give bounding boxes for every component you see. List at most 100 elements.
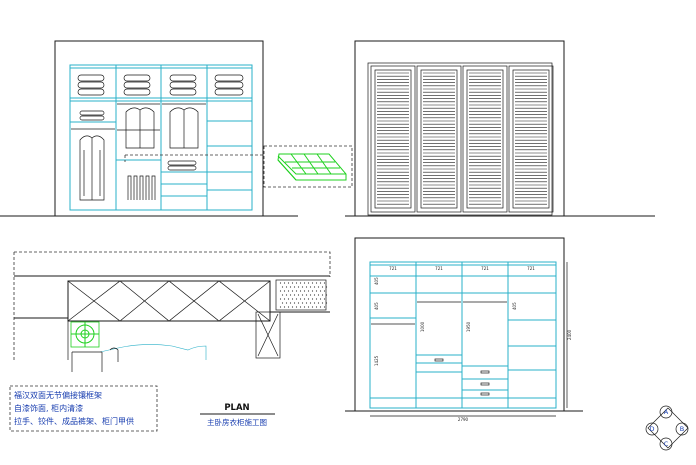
hatch-dot (319, 298, 322, 300)
folded-linen-icons (77, 74, 244, 171)
hatch-dot (281, 302, 284, 304)
hatch-dot (283, 282, 286, 284)
hatch-dot (291, 306, 294, 308)
hatch-dot (321, 302, 324, 304)
hatch-dot (319, 306, 322, 308)
hatch-dot (303, 306, 306, 308)
hatch-dot (309, 286, 312, 288)
plan-subtitle: 主卧房衣柜施工图 (207, 417, 267, 427)
hatched-wall (279, 282, 328, 308)
hatch-dot (323, 298, 326, 300)
hatch-dot (297, 302, 300, 304)
hatch-dot (307, 282, 310, 284)
hatch-dot (287, 290, 290, 292)
dim-top-2: 721 (435, 266, 443, 271)
hatch-dot (303, 290, 306, 292)
hatch-dot (325, 294, 328, 296)
door-panel (512, 69, 550, 209)
hatch-dot (293, 286, 296, 288)
hatch-dot (309, 302, 312, 304)
hatch-dot (293, 302, 296, 304)
hatch-dot (321, 286, 324, 288)
note-line-2: 自漆饰面, 柜内清漆 (14, 403, 83, 413)
hatch-dot (287, 306, 290, 308)
hatch-dot (297, 286, 300, 288)
hatch-dot (295, 298, 298, 300)
hatch-dot (291, 282, 294, 284)
hatch-dot (311, 298, 314, 300)
hatch-dot (315, 290, 318, 292)
hatch-dot (301, 302, 304, 304)
hatch-dot (315, 298, 318, 300)
door-leaf (508, 65, 554, 213)
hatch-dot (323, 282, 326, 284)
hatch-dot (303, 298, 306, 300)
pull-out-drawer-detail (263, 145, 353, 188)
hatch-dot (319, 290, 322, 292)
hatch-dot (317, 302, 320, 304)
hatch-dot (325, 286, 328, 288)
hatch-dot (287, 298, 290, 300)
hanging-coat-icons (79, 107, 199, 201)
ceiling-lamp-symbol (70, 321, 100, 348)
dim-left-4: 405 (512, 302, 517, 310)
note-line-3: 拉手、铰件、成品裤架、柜门甲供 (14, 416, 134, 426)
hatch-dot (313, 286, 316, 288)
hatch-dot (311, 282, 314, 284)
plan-title-block: PLAN 主卧房衣柜施工图 (200, 403, 275, 427)
hatch-dot (301, 286, 304, 288)
section-elevation: 721 721 721 721 405 405 1425 405 1000 19… (345, 237, 583, 422)
hatch-dot (311, 306, 314, 308)
hatch-dot (323, 290, 326, 292)
door-leaf (416, 65, 462, 213)
hatch-dot (279, 282, 282, 284)
door-panel (374, 69, 412, 209)
hatch-dot (299, 306, 302, 308)
dim-left-2: 405 (374, 302, 379, 310)
material-notes: 福汉双面无节偏接镶框架 自漆饰面, 柜内清漆 拉手、铰件、成品裤架、柜门甲供 (9, 385, 158, 432)
hatch-dot (307, 290, 310, 292)
note-line-1: 福汉双面无节偏接镶框架 (14, 390, 102, 400)
hatch-dot (313, 294, 316, 296)
dim-mid-2: 1950 (466, 321, 471, 332)
hatch-dot (279, 306, 282, 308)
hatch-dot (313, 302, 316, 304)
plan-view (13, 251, 331, 372)
door-panel (466, 69, 504, 209)
hatch-dot (325, 302, 328, 304)
hatch-dot (299, 290, 302, 292)
hatch-dot (293, 294, 296, 296)
hatch-dot (281, 286, 284, 288)
hatch-dot (315, 282, 318, 284)
hatch-dot (285, 302, 288, 304)
hatch-dot (285, 286, 288, 288)
hatch-dot (321, 294, 324, 296)
hatch-dot (307, 298, 310, 300)
door-leaf (370, 65, 416, 213)
hatch-dot (289, 302, 292, 304)
interior-elevation (0, 40, 298, 217)
dim-mid-1: 1000 (420, 321, 425, 332)
hatch-dot (317, 294, 320, 296)
compass-rose: A B C D (645, 405, 689, 451)
hatch-dot (295, 306, 298, 308)
dim-bottom: 2790 (458, 417, 469, 422)
compass-b: B (680, 425, 684, 433)
hatch-dot (297, 294, 300, 296)
hatch-dot (281, 294, 284, 296)
hatch-dot (295, 282, 298, 284)
hatch-dot (283, 298, 286, 300)
door-leaf (462, 65, 508, 213)
hatch-dot (317, 286, 320, 288)
hatch-dot (323, 306, 326, 308)
compass-c: C (664, 440, 669, 448)
dim-top-3: 721 (481, 266, 489, 271)
door-panel (420, 69, 458, 209)
hatch-dot (283, 306, 286, 308)
hatch-dot (299, 282, 302, 284)
hatch-dot (291, 298, 294, 300)
hatch-dot (289, 294, 292, 296)
hatch-dot (283, 290, 286, 292)
hatch-dot (315, 306, 318, 308)
dim-left-3: 1425 (374, 355, 379, 366)
